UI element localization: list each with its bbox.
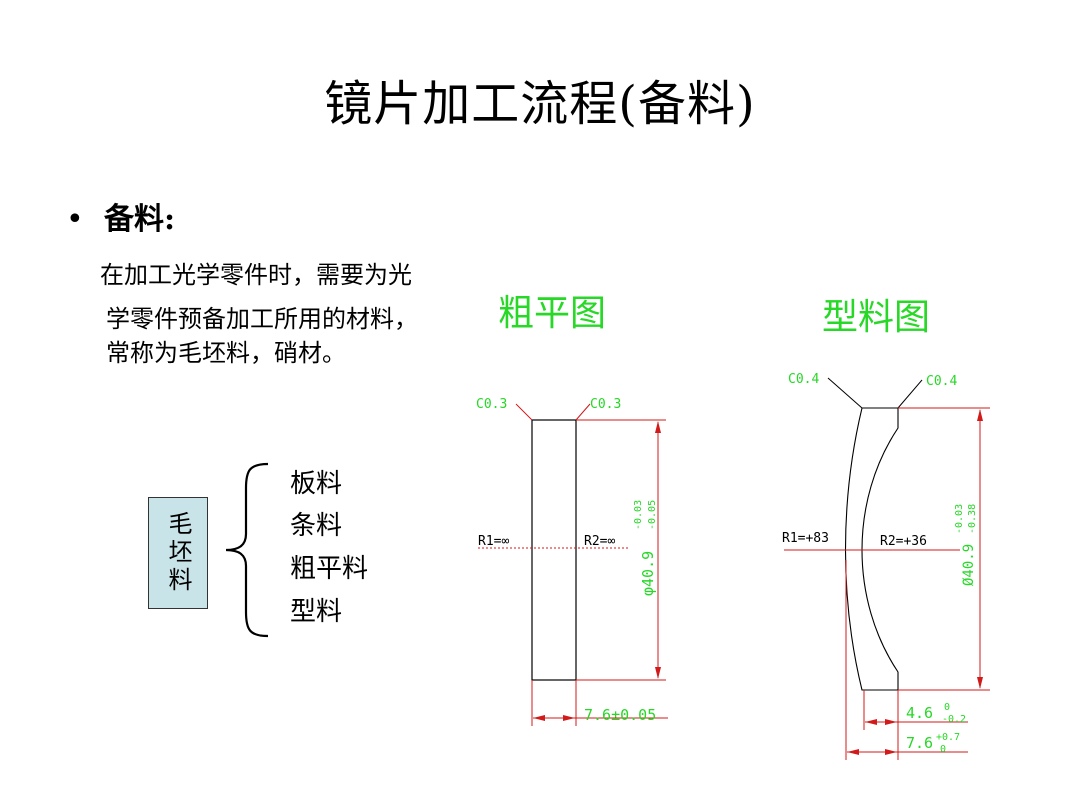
curly-brace-icon — [225, 462, 269, 638]
paragraph-line-2: 学零件预备加工所用的材料， — [106, 305, 418, 333]
profile-thk1-arrow-left — [865, 719, 877, 725]
blank-type-item: 型料 — [290, 597, 343, 627]
profile-chamfer-left-leader — [827, 377, 863, 409]
rough-diameter-arrow-top — [655, 421, 661, 433]
profile-thickness-main: 4.6 — [906, 704, 933, 722]
profile-thickness2-tol-upper: +0.7 — [936, 732, 960, 743]
profile-thk2-arrow-right — [885, 749, 897, 755]
profile-diameter-tol-lower: -0.38 — [967, 504, 978, 534]
bullet-dot: • — [66, 202, 84, 237]
rough-thk-arrow-left — [533, 715, 545, 721]
profile-chamfer-left: C0.4 — [788, 372, 819, 387]
profile-chamfer-right-leader — [897, 379, 923, 409]
profile-chamfer-right: C0.4 — [926, 374, 957, 389]
profile-diameter-arrow-bottom — [977, 677, 983, 689]
bullet-heading: 备料: — [104, 202, 176, 237]
paragraph-line-1: 在加工光学零件时，需要为光 — [100, 261, 412, 289]
profile-thk2-arrow-left — [847, 749, 859, 755]
rough-chamfer-right-leader — [575, 403, 591, 421]
rough-lens-body — [531, 419, 577, 681]
profile-drawing-title: 型料图 — [822, 297, 931, 338]
rough-drawing: C0.3 C0.3 R1=∞ R2=∞ φ40.9 -0.03 -0.05 7.… — [476, 397, 668, 726]
blank-type-item: 板料 — [290, 469, 343, 499]
profile-diameter-arrow-top — [977, 409, 983, 421]
rough-diameter-main: φ40.9 — [639, 551, 657, 596]
rough-thk-arrow-right — [563, 715, 575, 721]
profile-diameter-main: Ø40.9 — [961, 544, 977, 586]
blank-material-box: 毛坯料 — [148, 497, 208, 609]
rough-r2: R2=∞ — [584, 534, 615, 549]
blank-material-label: 毛坯料 — [164, 511, 192, 595]
blank-type-item: 条料 — [290, 511, 343, 541]
profile-thk1-arrow-right — [885, 719, 897, 725]
profile-thickness-tol-upper: 0 — [944, 702, 950, 713]
rough-chamfer-left: C0.3 — [476, 397, 507, 412]
blank-type-item: 粗平料 — [290, 554, 369, 584]
slide-title: 镜片加工流程(备料) — [324, 76, 756, 132]
rough-r1: R1=∞ — [478, 534, 509, 549]
profile-drawing: C0.4 C0.4 R1=+83 R2=+36 Ø40.9 -0.03 -0.3… — [782, 372, 990, 760]
profile-thickness2-tol-lower: 0 — [940, 744, 946, 755]
profile-diameter-tol-upper: -0.03 — [954, 504, 965, 534]
rough-chamfer-left-leader — [515, 403, 533, 421]
profile-lens-body — [845, 407, 899, 691]
rough-drawing-title: 粗平图 — [498, 293, 607, 334]
rough-chamfer-right: C0.3 — [590, 397, 621, 412]
rough-diameter-arrow-bottom — [655, 667, 661, 679]
profile-r1: R1=+83 — [782, 531, 829, 546]
paragraph-line-3: 常称为毛坯料，硝材。 — [106, 339, 346, 367]
rough-thickness: 7.6±0.05 — [584, 706, 656, 724]
profile-thickness-tol-lower: -0.2 — [942, 714, 966, 725]
profile-r2: R2=+36 — [880, 534, 927, 549]
rough-diameter-tol-upper: -0.03 — [633, 500, 644, 530]
profile-thickness2-main: 7.6 — [906, 734, 933, 752]
rough-diameter-tol-lower: -0.05 — [647, 500, 658, 530]
